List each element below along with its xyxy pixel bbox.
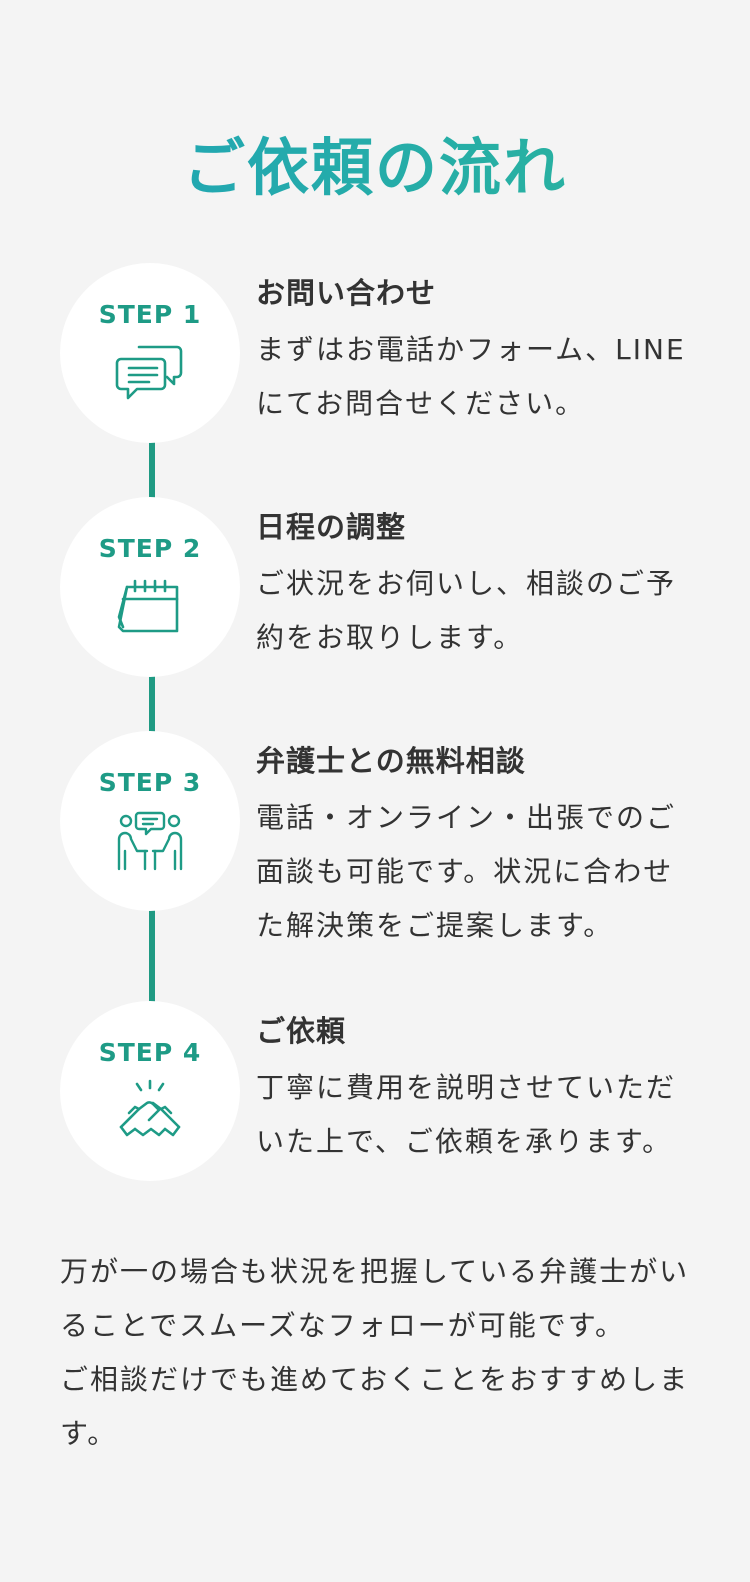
step-heading: お問い合わせ	[256, 276, 437, 310]
step-circle: STEP 4	[60, 1001, 240, 1181]
footer-line-1: 万が一の場合も状況を把握している弁護士がいることでスムーズなフォローが可能です。	[60, 1255, 690, 1342]
step-item-2: STEP 2 日程の調整 ご状況をお伺いし、相談のご予約をお取りします。	[60, 497, 690, 677]
step-description: 丁寧に費用を説明させていただいた上で、ご依頼を承ります。	[256, 1071, 677, 1158]
step-text: 日程の調整 ご状況をお伺いし、相談のご予約をお取りします。	[256, 505, 696, 665]
step-connector	[149, 910, 155, 1004]
step-heading: 日程の調整	[256, 510, 407, 544]
calendar-icon	[115, 573, 185, 643]
step-heading: ご依頼	[256, 1014, 347, 1048]
step-text: 弁護士との無料相談 電話・オンライン・出張でのご面談も可能です。状況に合わせた解…	[256, 739, 696, 953]
handshake-icon	[115, 1077, 185, 1147]
step-circle: STEP 3	[60, 731, 240, 911]
consultation-icon	[115, 807, 185, 877]
step-text: ご依頼 丁寧に費用を説明させていただいた上で、ご依頼を承ります。	[256, 1009, 696, 1169]
footer-line-2: ご相談だけでも進めておくことをおすすめします。	[60, 1363, 690, 1450]
step-description: 電話・オンライン・出張でのご面談も可能です。状況に合わせた解決策をご提案します。	[256, 801, 677, 942]
step-description: ご状況をお伺いし、相談のご予約をお取りします。	[256, 567, 677, 654]
step-label: STEP 2	[98, 534, 202, 563]
step-circle: STEP 1	[60, 263, 240, 443]
step-item-3: STEP 3 弁護士との無料相談 電話・オンライン	[60, 731, 690, 942]
step-item-4: STEP 4 ご依頼 丁寧に費用を説明させていただいた上で、ご依頼を承り	[60, 1001, 690, 1181]
section-title: ご依頼の流れ	[0, 126, 750, 210]
step-label: STEP 3	[98, 768, 202, 797]
step-connector	[149, 440, 155, 500]
step-item-1: STEP 1 お問い合わせ まずはお電話かフォーム、LINEにてお問合せください…	[60, 263, 690, 443]
step-description: まずはお電話かフォーム、LINEにてお問合せください。	[256, 333, 686, 420]
step-label: STEP 4	[98, 1038, 202, 1067]
step-label: STEP 1	[98, 300, 202, 329]
step-heading: 弁護士との無料相談	[256, 744, 526, 778]
chat-bubbles-icon	[115, 339, 185, 409]
step-circle: STEP 2	[60, 497, 240, 677]
step-text: お問い合わせ まずはお電話かフォーム、LINEにてお問合せください。	[256, 271, 696, 431]
step-connector	[149, 676, 155, 734]
footer-note: 万が一の場合も状況を把握している弁護士がいることでスムーズなフォローが可能です。…	[60, 1245, 700, 1461]
